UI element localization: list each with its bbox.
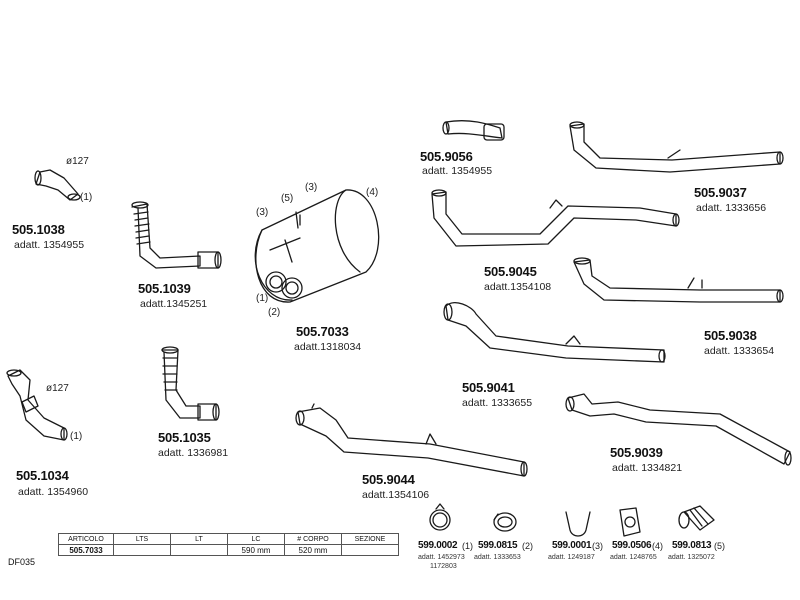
part-code: 505.1034 — [16, 468, 69, 483]
sleeve-599-0813 — [678, 505, 715, 531]
part-reference: adatt.1354106 — [362, 489, 430, 501]
part-reference: adatt.1354108 — [484, 281, 552, 293]
part-code: 505.9041 — [462, 380, 515, 395]
part-reference: adatt. 1354960 — [18, 486, 89, 498]
part-code: 505.9044 — [362, 472, 415, 487]
part-code: 505.9038 — [704, 328, 757, 343]
part-reference: adatt.1318034 — [294, 341, 362, 353]
gasket-599-0506 — [619, 507, 641, 537]
callout-label: (4) — [652, 541, 663, 551]
small-part-code: 599.0813 — [672, 540, 712, 551]
spec-header-cell: LT — [170, 533, 228, 545]
spec-header-cell: LC — [227, 533, 285, 545]
diameter-label: ø127 — [46, 383, 69, 394]
spec-value-cell — [341, 544, 399, 556]
callout-label: (3) — [305, 182, 318, 193]
silencer-505-7033 — [254, 189, 380, 303]
small-part-reference: adatt. 1248765 — [610, 554, 657, 561]
document-reference: DF035 — [8, 557, 36, 567]
pipe-505-1035 — [161, 346, 220, 421]
pipe-505-9039 — [565, 393, 792, 466]
small-part-code: 599.0002 — [418, 540, 458, 551]
diameter-label: ø127 — [66, 156, 89, 167]
clamp-599-0815 — [493, 512, 517, 532]
spec-value-cell: 520 mm — [284, 544, 342, 556]
callout-label: (1) — [462, 541, 473, 551]
spec-header-cell: ARTICOLO — [58, 533, 114, 545]
callout-label: (3) — [256, 207, 269, 218]
pipe-505-9056 — [442, 120, 505, 141]
part-code: 505.9056 — [420, 149, 473, 164]
part-reference: adatt. 1354955 — [14, 239, 85, 251]
part-code: 505.9037 — [694, 185, 747, 200]
small-part-reference: adatt. 1452973 — [418, 554, 465, 561]
spec-header-cell: # CORPO — [284, 533, 342, 545]
part-reference: adatt.1345251 — [140, 298, 208, 310]
callout-label: (2) — [522, 541, 533, 551]
part-reference: adatt. 1354955 — [422, 165, 493, 177]
spec-header-cell: LTS — [113, 533, 171, 545]
spec-header-cell: SEZIONE — [341, 533, 399, 545]
callout-label: (1) — [256, 293, 269, 304]
clamp-599-0002 — [429, 503, 451, 531]
spec-table-header-row: ARTICOLO LTS LT LC # CORPO SEZIONE — [58, 533, 399, 545]
pipe-505-9037 — [569, 121, 784, 173]
spec-value-cell: 590 mm — [227, 544, 285, 556]
callout-label: (5) — [714, 541, 725, 551]
callout-label: (4) — [366, 187, 379, 198]
pipe-505-1038 — [34, 169, 81, 201]
part-reference: adatt. 1336981 — [158, 447, 229, 459]
spec-value-cell — [113, 544, 171, 556]
pipe-505-1034 — [6, 369, 68, 441]
pipe-505-9041 — [443, 302, 666, 363]
small-part-reference: adatt. 1333653 — [474, 554, 521, 561]
small-part-code: 599.0506 — [612, 540, 652, 551]
part-code: 505.1039 — [138, 281, 191, 296]
callout-label: (1) — [70, 431, 83, 442]
spec-value-cell: 505.7033 — [58, 544, 114, 556]
pipe-505-1039 — [131, 201, 222, 269]
ubolt-599-0001 — [565, 511, 591, 537]
small-part-code: 599.0815 — [478, 540, 518, 551]
small-part-reference-2: 1172803 — [430, 563, 457, 570]
pipe-505-9038 — [573, 257, 784, 303]
part-reference: adatt. 1333656 — [696, 202, 767, 214]
spec-table: ARTICOLO LTS LT LC # CORPO SEZIONE 505.7… — [58, 533, 399, 556]
spec-table-row: 505.7033 590 mm 520 mm — [58, 544, 399, 556]
pipe-505-9045 — [431, 189, 680, 247]
part-code: 505.1038 — [12, 222, 65, 237]
callout-label: (2) — [268, 307, 281, 318]
callout-label: (5) — [281, 193, 294, 204]
part-code: 505.1035 — [158, 430, 211, 445]
spec-value-cell — [170, 544, 228, 556]
pipe-505-9044 — [295, 403, 528, 477]
part-code: 505.7033 — [296, 324, 349, 339]
part-reference: adatt. 1333655 — [462, 397, 533, 409]
part-reference: adatt. 1334821 — [612, 462, 683, 474]
small-part-code: 599.0001 — [552, 540, 592, 551]
part-code: 505.9045 — [484, 264, 537, 279]
small-part-reference: adatt. 1325072 — [668, 554, 715, 561]
callout-label: (1) — [80, 192, 93, 203]
callout-label: (3) — [592, 541, 603, 551]
part-reference: adatt. 1333654 — [704, 345, 775, 357]
part-code: 505.9039 — [610, 445, 663, 460]
small-part-reference: adatt. 1249187 — [548, 554, 595, 561]
